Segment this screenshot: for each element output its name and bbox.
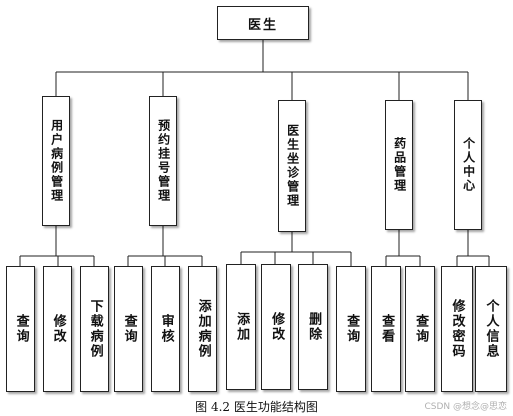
leaf-label: 下载病例 [87, 299, 103, 359]
root-node-label: 医生 [247, 17, 278, 33]
module-node-personal-center: 个人中心 [454, 100, 482, 230]
module-label: 预约挂号管理 [156, 119, 171, 203]
leaf-label: 添加病例 [195, 299, 211, 359]
leaf-label: 查看 [379, 314, 395, 344]
leaf-node: 审核 [151, 266, 180, 392]
leaf-node: 查看 [371, 266, 401, 392]
leaf-label: 删除 [306, 312, 322, 342]
figure-caption: 图 4.2 医生功能结构图 [195, 400, 318, 414]
module-label: 个人中心 [461, 137, 476, 193]
leaf-label: 修改密码 [449, 299, 465, 359]
leaf-label: 添加 [234, 312, 250, 342]
leaf-label: 查询 [121, 314, 137, 344]
leaf-node: 下载病例 [80, 266, 109, 392]
module-node-user-case: 用户病例管理 [42, 96, 70, 226]
leaf-label: 修改 [50, 314, 66, 344]
module-label: 医生坐诊管理 [285, 124, 300, 208]
leaf-node: 修改密码 [441, 266, 473, 392]
module-label: 用户病例管理 [49, 119, 64, 203]
leaf-label: 查询 [13, 314, 29, 344]
leaf-node: 查询 [336, 266, 366, 392]
leaf-label: 查询 [344, 314, 360, 344]
leaf-node: 添加病例 [188, 266, 217, 392]
leaf-label: 审核 [158, 314, 174, 344]
module-node-appointment: 预约挂号管理 [149, 96, 177, 226]
leaf-label: 个人信息 [483, 299, 499, 359]
module-node-medicine: 药品管理 [385, 100, 413, 230]
leaf-node: 修改 [261, 264, 291, 390]
leaf-label: 修改 [269, 312, 285, 342]
leaf-node: 修改 [43, 266, 72, 392]
leaf-node: 查询 [6, 266, 35, 392]
leaf-node: 查询 [405, 266, 435, 392]
leaf-node: 个人信息 [475, 266, 507, 392]
leaf-label-wrap: 修改密码 [448, 299, 467, 359]
module-node-consultation: 医生坐诊管理 [278, 100, 306, 232]
leaf-label-wrap: 个人信息 [482, 299, 501, 359]
leaf-node: 查询 [114, 266, 143, 392]
leaf-node: 删除 [298, 264, 328, 390]
watermark: CSDN @想念@思恋 [424, 402, 507, 412]
leaf-node: 添加 [226, 264, 256, 390]
leaf-label: 查询 [413, 314, 429, 344]
root-node: 医生 [217, 6, 309, 40]
module-label: 药品管理 [392, 137, 407, 193]
